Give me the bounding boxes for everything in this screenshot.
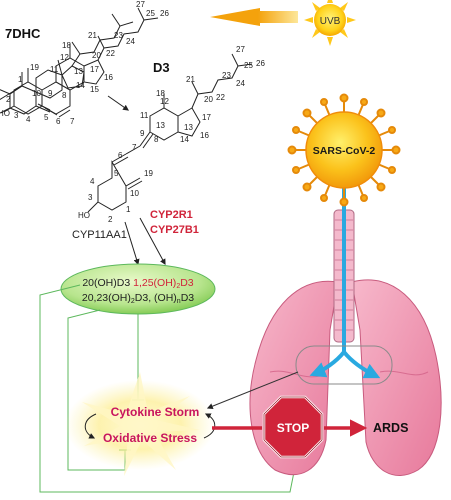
svg-text:10: 10 bbox=[32, 89, 41, 98]
svg-text:14: 14 bbox=[76, 81, 85, 90]
metabolite-calcitriol: 1,25(OH) bbox=[133, 277, 176, 289]
metabolites-line-2: 20,23(OH)2D3, (OH)nD3 bbox=[82, 292, 194, 305]
uvb-arrow bbox=[210, 8, 298, 26]
7dhc-to-d3-arrow bbox=[107, 95, 129, 111]
virus-label: SARS-CoV-2 bbox=[313, 145, 376, 157]
svg-text:8: 8 bbox=[62, 91, 67, 100]
svg-text:20: 20 bbox=[204, 95, 213, 104]
svg-text:26: 26 bbox=[160, 9, 169, 18]
svg-text:2: 2 bbox=[108, 215, 113, 224]
svg-text:27: 27 bbox=[236, 45, 245, 54]
svg-text:7: 7 bbox=[132, 143, 137, 152]
svg-text:3: 3 bbox=[88, 193, 93, 202]
cytokine-storm-label: Cytokine Storm bbox=[111, 405, 200, 419]
metabolites-ellipse bbox=[60, 263, 216, 315]
7dhc-rings bbox=[3, 7, 159, 118]
svg-text:6: 6 bbox=[56, 117, 61, 126]
sun-icon bbox=[304, 0, 356, 46]
svg-text:18: 18 bbox=[62, 41, 71, 50]
metabolite-20ohd3: 20(OH)D3 bbox=[82, 277, 130, 289]
svg-text:14: 14 bbox=[180, 135, 189, 144]
virus-icon bbox=[287, 93, 401, 207]
svg-text:23: 23 bbox=[222, 71, 231, 80]
svg-text:1: 1 bbox=[126, 205, 131, 214]
cyp2r1-arrow bbox=[139, 217, 166, 266]
cyp11a1-label: CYP11AA1 bbox=[72, 229, 127, 241]
cyp2r1-label: CYP2R1 bbox=[150, 209, 193, 221]
7dhc-label: 7DHC bbox=[5, 26, 41, 41]
ho-bottom-label: HO bbox=[78, 211, 90, 220]
svg-text:11: 11 bbox=[140, 111, 149, 120]
svg-text:15: 15 bbox=[90, 85, 99, 94]
stop-label: STOP bbox=[277, 421, 309, 435]
oxidative-stress-label: Oxidative Stress bbox=[103, 431, 197, 445]
svg-text:4: 4 bbox=[90, 177, 95, 186]
svg-text:5: 5 bbox=[44, 113, 49, 122]
svg-text:21: 21 bbox=[88, 31, 97, 40]
svg-text:12: 12 bbox=[60, 53, 69, 62]
svg-text:27: 27 bbox=[136, 0, 145, 9]
svg-text:12: 12 bbox=[160, 97, 169, 106]
svg-text:8: 8 bbox=[154, 135, 159, 144]
svg-text:2: 2 bbox=[6, 95, 11, 104]
storm-glow bbox=[65, 372, 215, 476]
svg-text:17: 17 bbox=[90, 65, 99, 74]
svg-text:23: 23 bbox=[114, 31, 123, 40]
svg-text:11: 11 bbox=[50, 65, 59, 74]
svg-text:9: 9 bbox=[140, 129, 145, 138]
stop-sign-icon bbox=[262, 395, 324, 459]
ho-top-label: HO bbox=[0, 109, 10, 118]
svg-text:4: 4 bbox=[26, 115, 31, 124]
cyp11a1-arrow bbox=[124, 221, 140, 266]
svg-text:5: 5 bbox=[114, 169, 119, 178]
svg-text:7: 7 bbox=[70, 117, 75, 126]
airway-flow bbox=[309, 184, 381, 379]
svg-text:22: 22 bbox=[216, 93, 225, 102]
d3-structure bbox=[87, 53, 253, 213]
ards-label: ARDS bbox=[373, 421, 408, 435]
svg-text:13: 13 bbox=[156, 121, 165, 130]
svg-text:13: 13 bbox=[74, 67, 83, 76]
svg-text:19: 19 bbox=[30, 63, 39, 72]
svg-text:3: 3 bbox=[14, 111, 19, 120]
svg-text:24: 24 bbox=[126, 37, 135, 46]
svg-text:26: 26 bbox=[256, 59, 265, 68]
svg-text:13: 13 bbox=[184, 123, 193, 132]
svg-text:16: 16 bbox=[104, 73, 113, 82]
svg-text:18: 18 bbox=[156, 89, 165, 98]
svg-text:9: 9 bbox=[48, 89, 53, 98]
svg-text:25: 25 bbox=[146, 9, 155, 18]
svg-text:16: 16 bbox=[200, 131, 209, 140]
svg-text:24: 24 bbox=[236, 79, 245, 88]
lung-to-storm-arrow bbox=[206, 371, 299, 410]
svg-text:19: 19 bbox=[144, 169, 153, 178]
feedback-cycle bbox=[84, 413, 216, 439]
svg-text:25: 25 bbox=[244, 61, 253, 70]
svg-text:1: 1 bbox=[18, 75, 23, 84]
svg-text:17: 17 bbox=[202, 113, 211, 122]
svg-text:22: 22 bbox=[106, 49, 115, 58]
svg-text:6: 6 bbox=[118, 151, 123, 160]
svg-text:21: 21 bbox=[186, 75, 195, 84]
cyp27b1-label: CYP27B1 bbox=[150, 224, 199, 236]
svg-text:10: 10 bbox=[130, 189, 139, 198]
uvb-label: UVB bbox=[320, 16, 341, 27]
bronchi-highlight bbox=[295, 345, 393, 385]
svg-text:20: 20 bbox=[92, 51, 101, 60]
d3-label: D3 bbox=[153, 60, 170, 75]
metabolites-line-1: 20(OH)D3 1,25(OH)2D3 bbox=[82, 277, 193, 290]
